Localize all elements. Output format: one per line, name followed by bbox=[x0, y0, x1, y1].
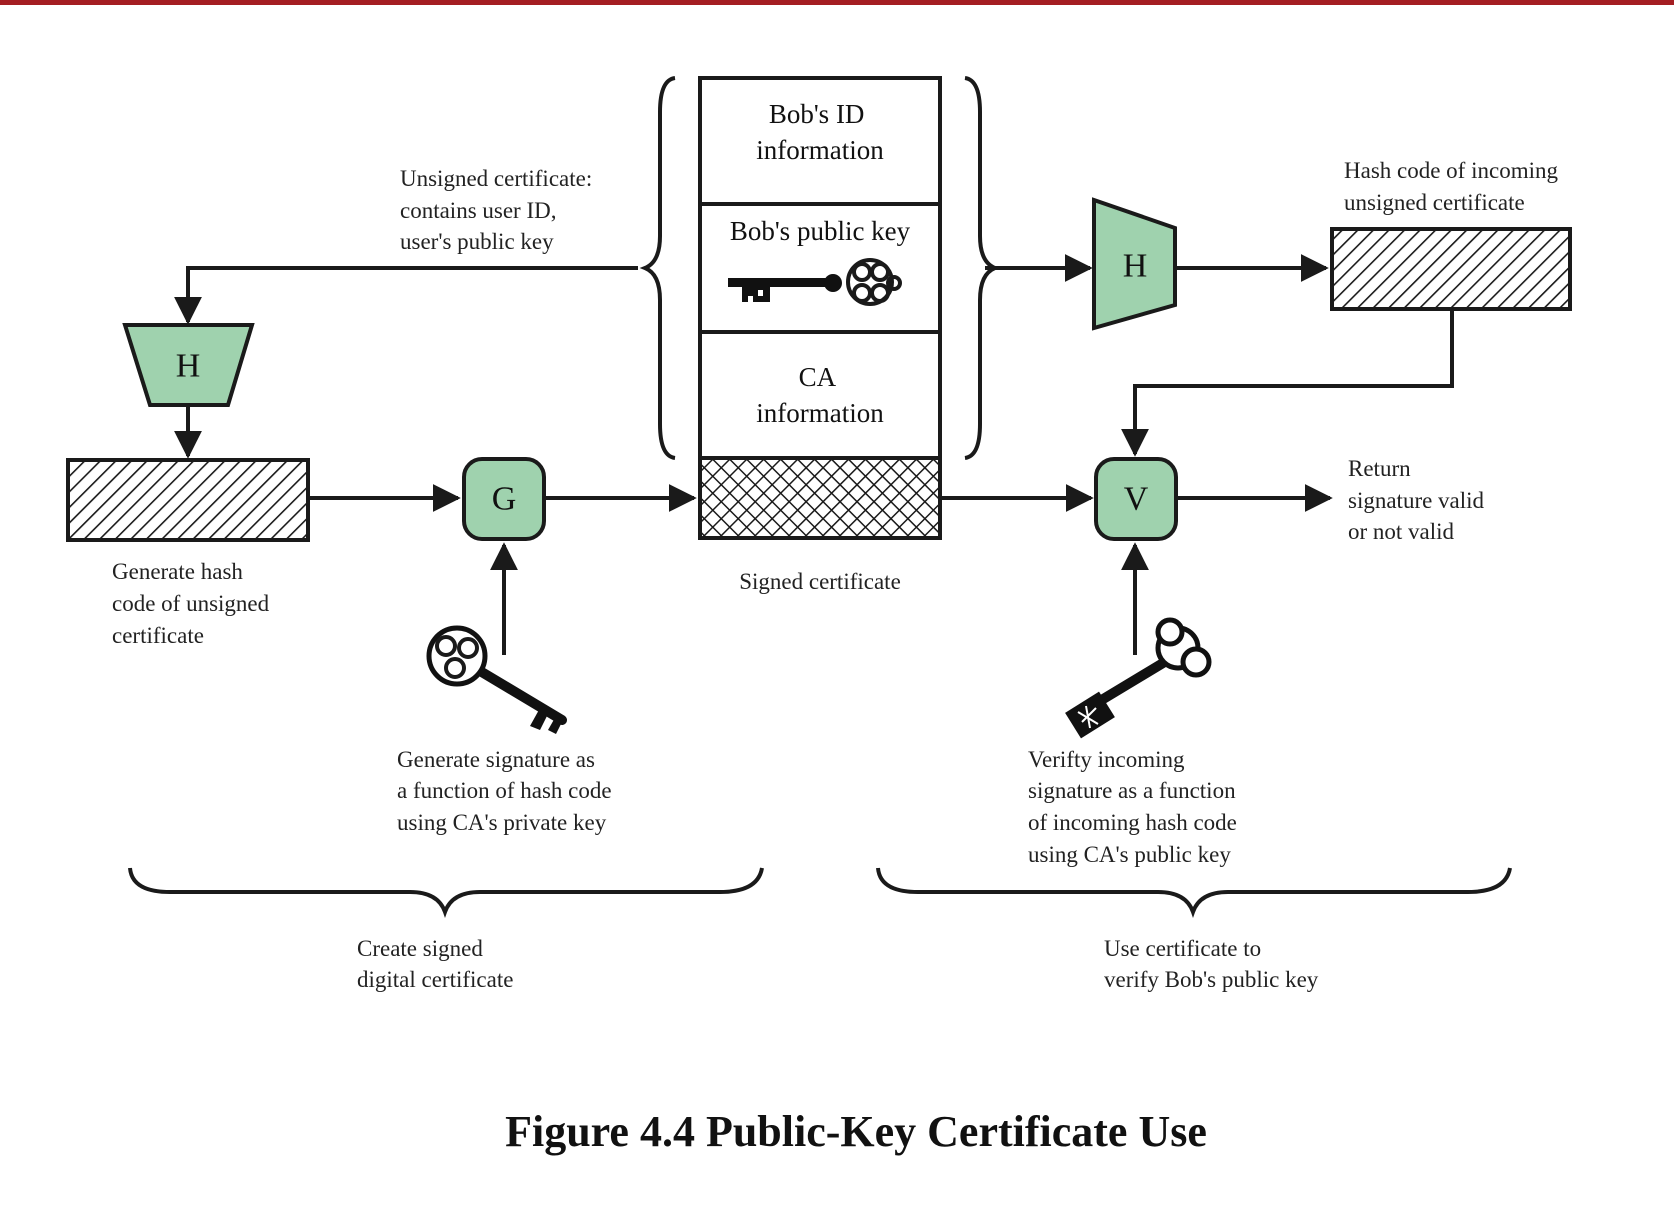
signature-box bbox=[698, 456, 942, 540]
signed-cert-label: Signed certificate bbox=[739, 569, 901, 594]
cert-ca-box bbox=[698, 330, 942, 460]
hash-incoming-label: Hash code of incoming unsigned certifica… bbox=[1344, 158, 1564, 215]
hash-code-box-right bbox=[1330, 227, 1572, 311]
cert-ca-label: CA information bbox=[756, 362, 884, 428]
hash-left-label: H bbox=[176, 348, 201, 385]
left-curly-brace bbox=[639, 76, 676, 460]
top-accent-bar bbox=[0, 0, 1674, 5]
create-signed-label: Create signed digital certificate bbox=[357, 936, 513, 992]
generate-hash-label: Generate hash code of unsigned certifica… bbox=[112, 559, 275, 648]
generate-label: G bbox=[492, 481, 517, 518]
certificate-stack: Bob's ID information Bob's public key CA… bbox=[698, 76, 942, 540]
return-result-label: Return signature valid or not valid bbox=[1348, 456, 1490, 544]
unsigned-cert-label: Unsigned certificate: contains user ID, … bbox=[400, 166, 598, 254]
arrow-cert-to-hash bbox=[174, 266, 638, 325]
public-key-icon bbox=[728, 258, 902, 306]
private-key-icon bbox=[426, 625, 567, 734]
hash-function-right bbox=[1092, 197, 1177, 331]
hash-function-left bbox=[122, 323, 255, 407]
use-certificate-label: Use certificate to verify Bob's public k… bbox=[1104, 936, 1319, 992]
cert-public-key-label: Bob's public key bbox=[730, 216, 911, 246]
arrow-code-to-verify bbox=[1121, 309, 1454, 457]
figure-caption: Figure 4.4 Public-Key Certificate Use bbox=[505, 1107, 1207, 1156]
hash-code-box-left bbox=[66, 458, 310, 542]
verify-signature-label: Verifty incoming signature as a function… bbox=[1028, 747, 1243, 867]
generate-signature-label: Generate signature as a function of hash… bbox=[397, 747, 617, 835]
verify-label: V bbox=[1124, 481, 1149, 518]
ca-public-key-icon bbox=[1065, 617, 1212, 739]
use-brace bbox=[876, 867, 1512, 919]
cert-id-label: Bob's ID information bbox=[756, 99, 884, 165]
create-brace bbox=[128, 867, 764, 919]
hash-right-label: H bbox=[1123, 248, 1148, 285]
